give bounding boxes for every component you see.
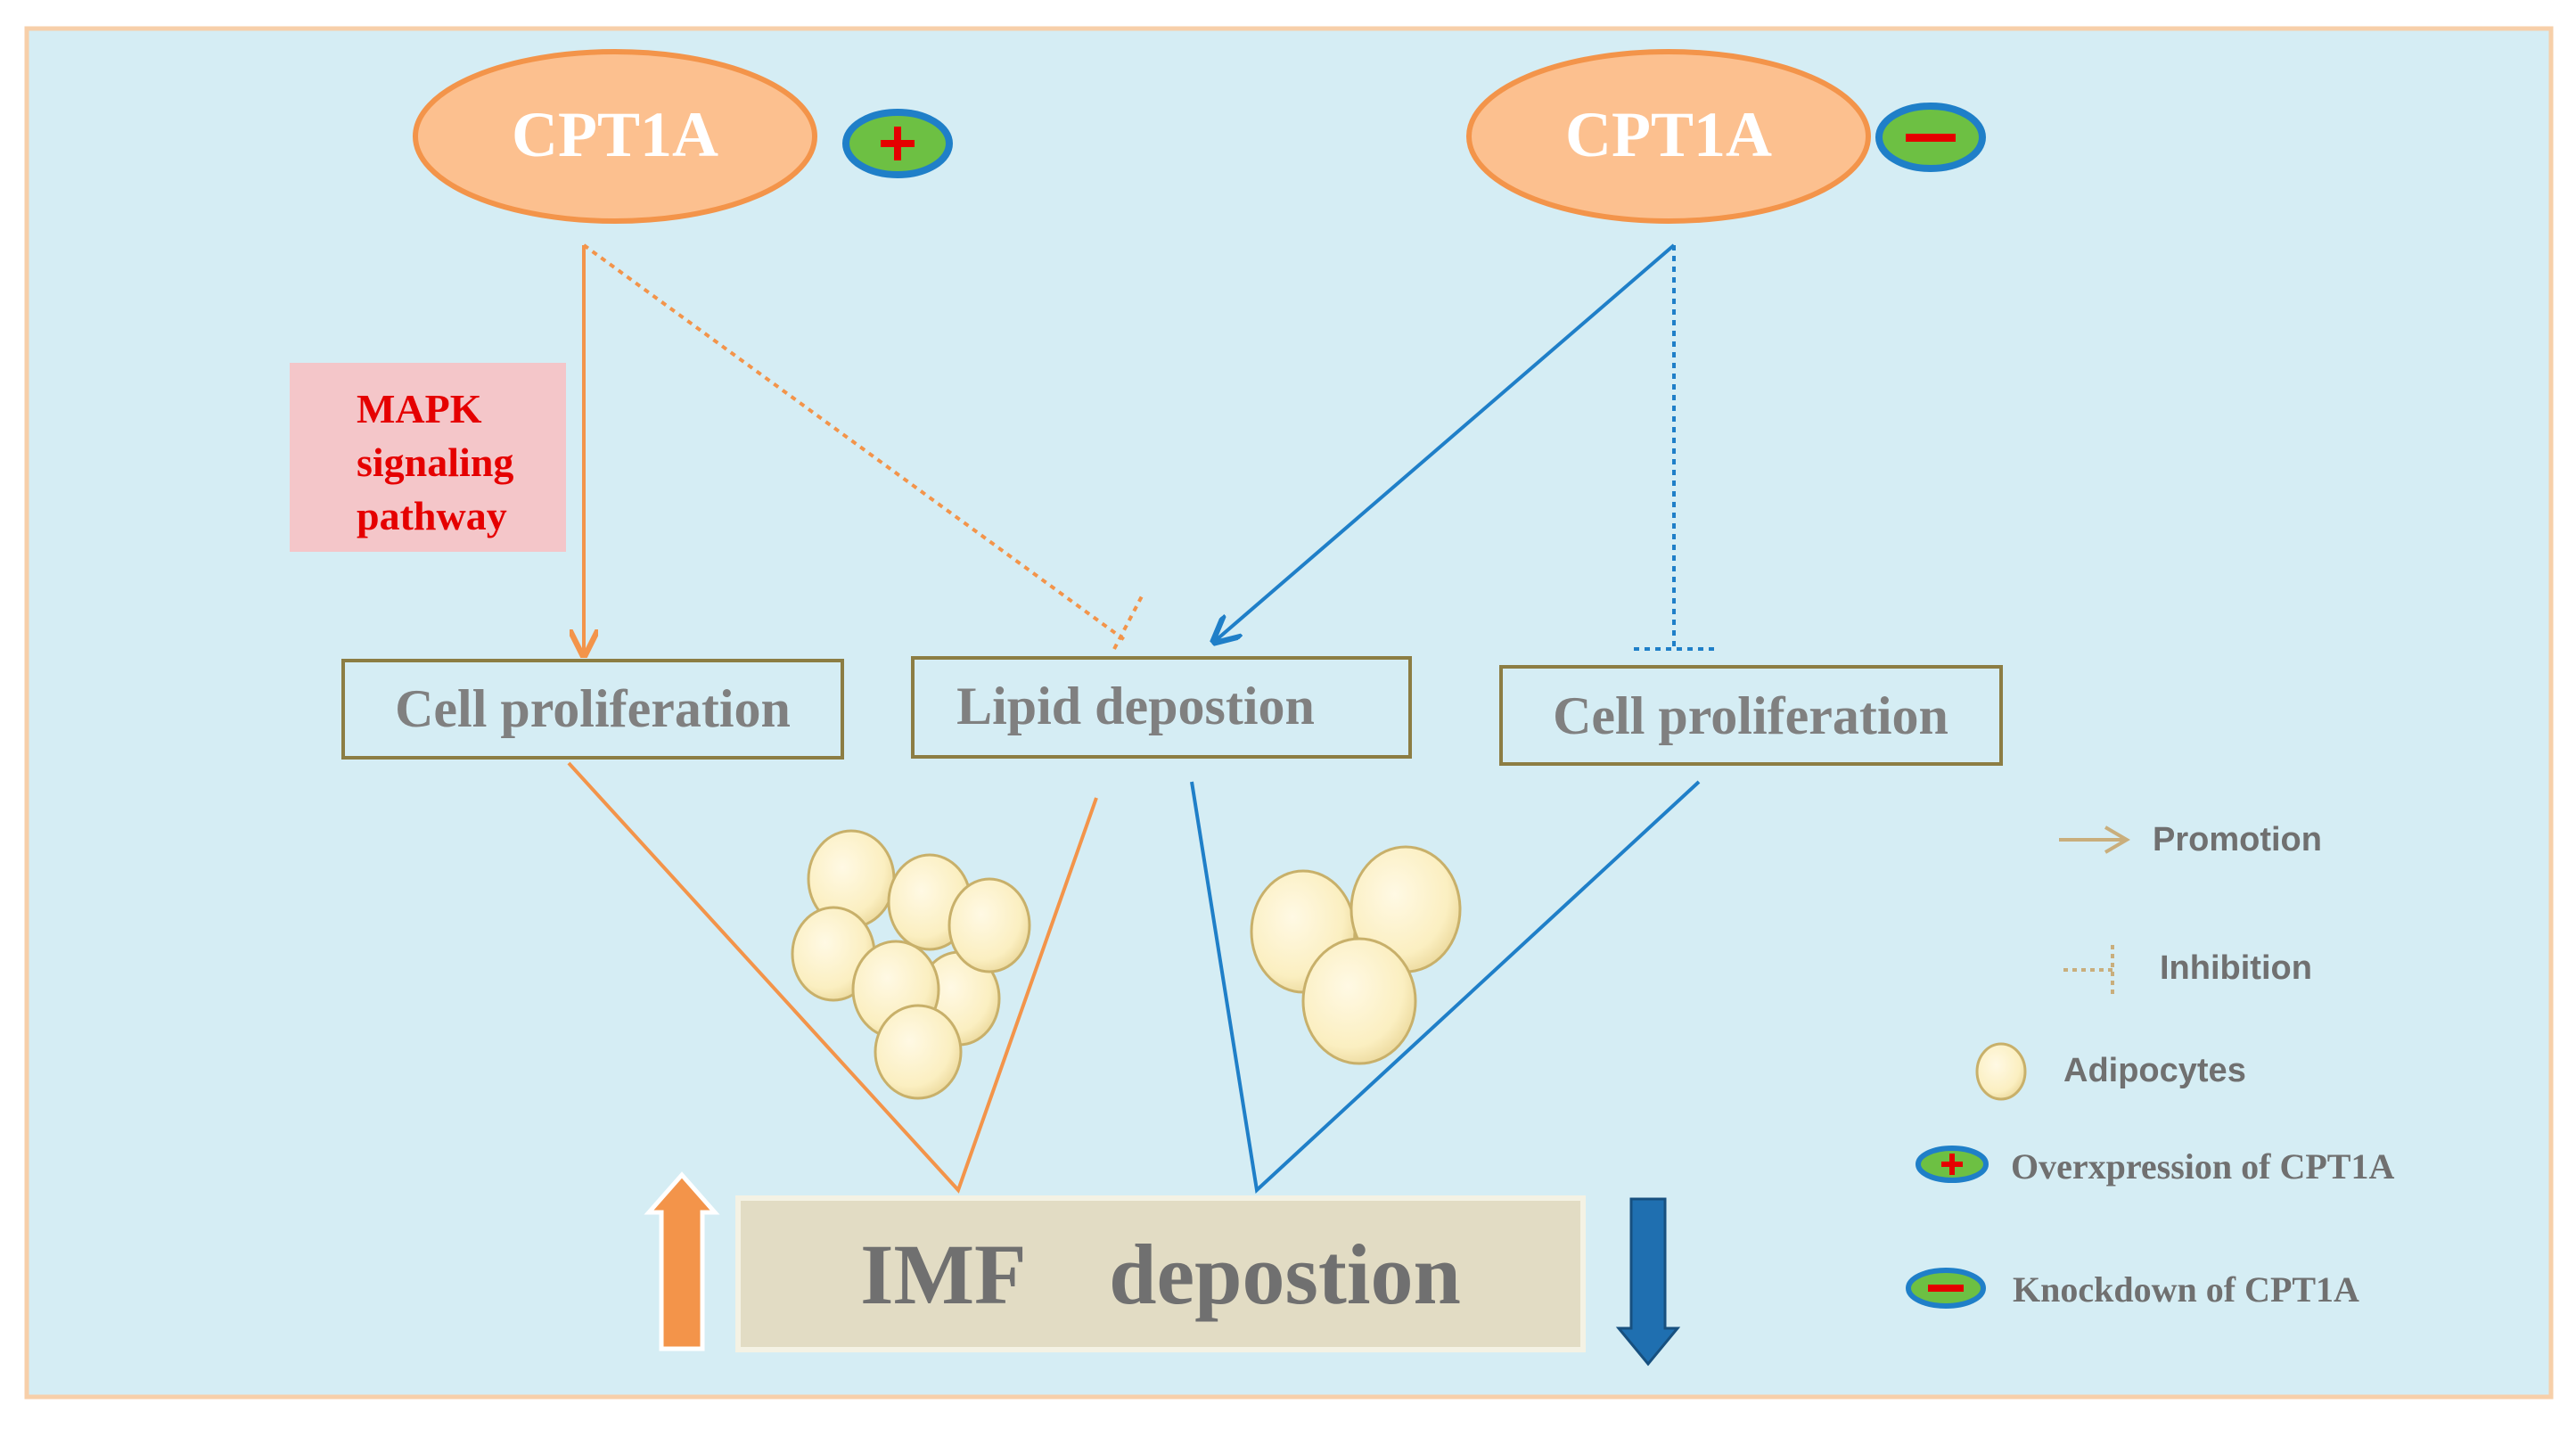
knockdown-badge xyxy=(1875,103,1986,172)
pathway-line-2: signaling xyxy=(357,439,513,485)
legend-adipocytes: Adipocytes xyxy=(1975,1042,2246,1101)
left-cell-proliferation-label: Cell proliferation xyxy=(395,679,791,738)
left-gene-label: CPT1A xyxy=(512,99,718,170)
left-inhibition-line xyxy=(582,243,1145,650)
adipocyte-icon xyxy=(1975,1042,2027,1101)
legend-promotion: Promotion xyxy=(2059,821,2322,858)
mapk-pathway-box: MAPK signaling pathway xyxy=(290,363,566,552)
down-arrow-icon xyxy=(1615,1197,1681,1367)
right-gene-label: CPT1A xyxy=(1565,99,1772,170)
pathway-line-3: pathway xyxy=(357,493,507,538)
left-convergence-lines xyxy=(567,761,1098,1194)
overexpression-badge xyxy=(842,109,953,178)
up-arrow-icon xyxy=(644,1171,720,1351)
right-gene-node: CPT1A xyxy=(1466,49,1871,224)
legend-adipocytes-label: Adipocytes xyxy=(2063,1052,2246,1089)
legend-promotion-label: Promotion xyxy=(2153,821,2322,858)
legend-overexpression: Overxpression of CPT1A xyxy=(1916,1146,2394,1187)
legend-overexpression-label: Overxpression of CPT1A xyxy=(2011,1146,2394,1187)
pathway-line-1: MAPK xyxy=(357,386,482,431)
svg-text:MAPK signaling pat: MAPK signaling pathway xyxy=(357,386,524,538)
right-convergence-lines xyxy=(1190,780,1701,1195)
right-inhibition-line xyxy=(1634,245,1716,651)
lipid-deposition-label: Lipid depostion xyxy=(956,677,1315,735)
right-cell-proliferation-label: Cell proliferation xyxy=(1553,686,1948,745)
legend-knockdown: Knockdown of CPT1A xyxy=(1906,1268,2359,1310)
adipocyte-cluster-left xyxy=(791,829,1031,1100)
imf-deposition-box: IMF depostion xyxy=(735,1195,1586,1352)
right-promotion-arrow xyxy=(1214,243,1676,642)
legend-inhibition: Inhibition xyxy=(2063,945,2312,995)
left-cell-proliferation-box: Cell proliferation xyxy=(341,659,844,760)
legend-inhibition-label: Inhibition xyxy=(2160,949,2312,987)
lipid-deposition-box: Lipid depostion xyxy=(911,656,1412,759)
right-cell-proliferation-box: Cell proliferation xyxy=(1499,665,2003,766)
legend-knockdown-label: Knockdown of CPT1A xyxy=(2013,1269,2359,1310)
legend: Promotion Inhibition Adipocytes Overxpre… xyxy=(1906,821,2394,1310)
adipocyte-cluster-right xyxy=(1250,845,1462,1065)
left-gene-node: CPT1A xyxy=(413,49,817,224)
imf-deposition-label: IMF depostion xyxy=(860,1227,1461,1322)
